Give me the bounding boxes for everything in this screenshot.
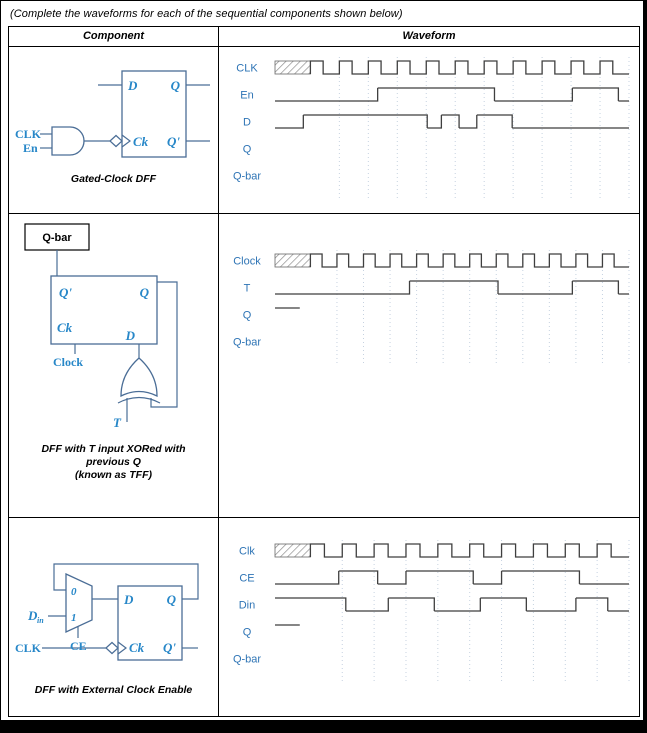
clock-diamond-icon xyxy=(108,134,123,148)
gated-clock-dff-schematic: D Q Ck Q' CLK En xyxy=(15,70,210,158)
pin-label-ck: Ck xyxy=(57,320,73,335)
waveform-signal-label: CLK xyxy=(236,63,258,75)
component-column-header: Component xyxy=(9,27,219,46)
clock-trace xyxy=(309,543,629,558)
signal-trace xyxy=(275,280,629,295)
tff-schematic: Q-bar Q' Q Ck D Clock T xyxy=(24,223,178,430)
pin-label-qprime: Q' xyxy=(59,285,72,300)
waveform-signal-label: Q-bar xyxy=(233,337,261,349)
pin-label-d: D xyxy=(127,78,138,93)
t-signal-label: T xyxy=(113,415,122,430)
mux-body xyxy=(64,572,93,634)
waveform-column-header: Waveform xyxy=(402,30,456,42)
en-signal-label: En xyxy=(23,141,38,155)
clk-signal-label: CLK xyxy=(15,641,42,655)
row-dff-clock-enable: D Q Ck Q' CLK 0 1 xyxy=(9,517,639,716)
signal-trace xyxy=(275,570,629,585)
signal-trace xyxy=(275,114,629,129)
dff-ce-component-cell: D Q Ck Q' CLK 0 1 xyxy=(9,518,219,716)
gated-clock-dff-component-cell: D Q Ck Q' CLK En Gated-Clock DFF xyxy=(9,47,219,213)
signal-trace xyxy=(275,87,629,102)
table-header-row: Component Waveform xyxy=(9,27,639,46)
dff-ce-caption: DFF with External Clock Enable xyxy=(34,684,193,696)
pin-label-d: D xyxy=(123,592,134,607)
page-bottom-edge xyxy=(1,720,643,733)
pin-label-ck: Ck xyxy=(129,640,145,655)
xor-gate xyxy=(120,357,158,398)
waveform-signal-label: Q-bar xyxy=(233,171,261,183)
qbar-answer-label: Q-bar xyxy=(42,232,72,244)
waveform-signal-label: Clock xyxy=(233,256,261,268)
clock-wedge-icon xyxy=(121,134,131,148)
clock-unknown-hatch xyxy=(274,60,311,75)
signal-trace xyxy=(275,597,629,612)
pin-label-qprime: Q' xyxy=(163,640,176,655)
mux-input0-label: 0 xyxy=(71,586,77,598)
pin-label-q: Q xyxy=(140,285,150,300)
clock-trace xyxy=(309,60,629,75)
qbar-answer-box xyxy=(24,223,90,251)
tff-caption-line2: (known as TFF) xyxy=(75,469,152,482)
waveform-signal-label: T xyxy=(244,283,251,295)
clock-unknown-hatch xyxy=(274,543,311,558)
clock-wedge-icon xyxy=(117,641,127,655)
dff-body xyxy=(116,585,183,661)
waveform-signal-label: Q xyxy=(243,627,252,639)
waveform-signal-label: D xyxy=(243,117,251,129)
tff-component-cell: Q-bar Q' Q Ck D Clock T xyxy=(9,214,219,517)
clock-diamond-icon xyxy=(104,641,119,655)
mux-input1-label: 1 xyxy=(71,612,77,624)
pin-label-qprime: Q' xyxy=(167,134,180,149)
q-feedback-wire xyxy=(150,281,178,408)
pin-label-d: D xyxy=(125,328,136,343)
gated-clock-dff-caption: Gated-Clock DFF xyxy=(70,173,157,185)
tff-caption-line1: DFF with T input XORed with previous Q xyxy=(41,443,186,469)
waveform-signal-label: Q xyxy=(243,310,252,322)
pin-label-q: Q xyxy=(166,592,176,607)
waveform-signal-label: Q-bar xyxy=(233,654,261,666)
row-gated-clock-dff: D Q Ck Q' CLK En Gated-Clock DFF xyxy=(9,46,639,213)
din-signal-label: D xyxy=(27,608,38,623)
page-title: (Complete the waveforms for each of the … xyxy=(10,8,403,20)
dff-ce-schematic: D Q Ck Q' CLK 0 1 xyxy=(15,563,199,661)
ce-signal-label: CE xyxy=(70,639,87,653)
and-gate xyxy=(50,126,85,156)
row-tff: Q-bar Q' Q Ck D Clock T xyxy=(9,213,639,517)
pin-label-ck: Ck xyxy=(133,134,149,149)
dff-body xyxy=(50,275,158,345)
q-feedback-wire xyxy=(52,563,199,600)
pin-label-q: Q xyxy=(170,78,180,93)
waveform-gridlines xyxy=(336,250,630,364)
waveform-panel-gated-clock: CLK EnD Q Q-bar xyxy=(233,57,630,198)
waveform-signal-label: En xyxy=(240,90,253,102)
clock-unknown-hatch xyxy=(274,253,311,268)
waveform-signal-label: CE xyxy=(239,573,254,585)
dff-body xyxy=(120,70,187,158)
xor-input-curve xyxy=(117,396,161,404)
components-waveforms-table: Component Waveform D Q Ck Q' xyxy=(8,26,640,717)
waveform-signal-label: Q xyxy=(243,144,252,156)
clock-signal-label: Clock xyxy=(53,355,83,369)
clock-trace xyxy=(309,253,629,268)
waveform-signal-label: Clk xyxy=(239,546,255,558)
clk-signal-label: CLK xyxy=(15,127,42,141)
din-subscript: in xyxy=(37,616,44,625)
waveform-signal-label: Din xyxy=(239,600,256,612)
